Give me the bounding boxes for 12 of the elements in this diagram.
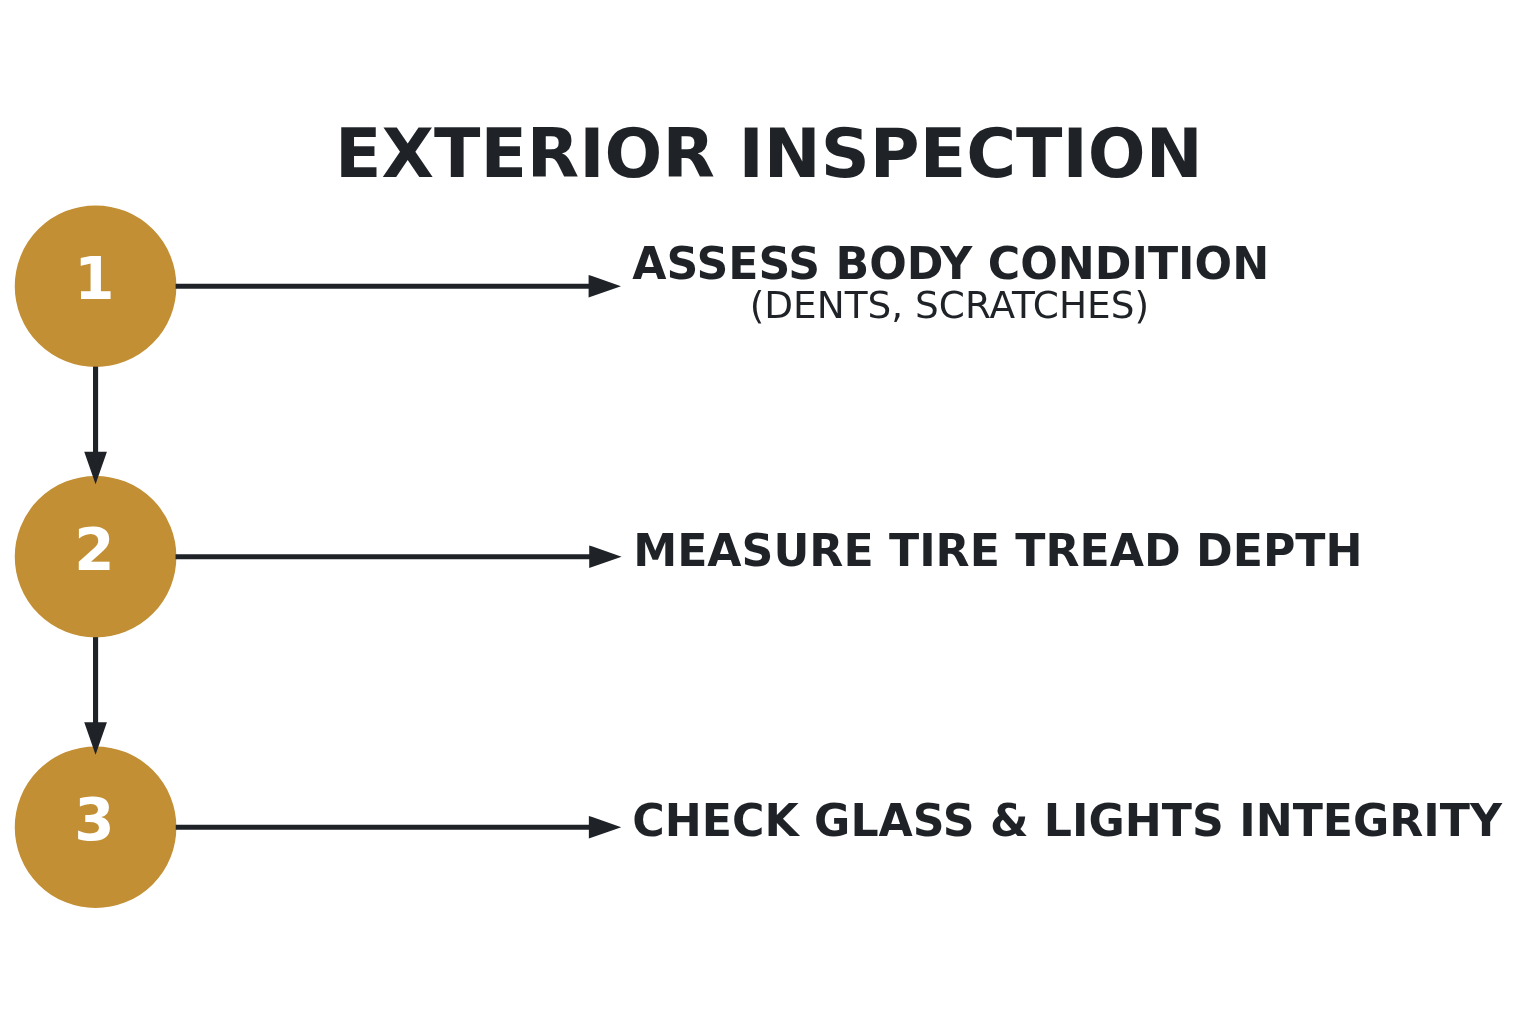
- arrow: [175, 274, 621, 298]
- node-circle: 1: [14, 204, 177, 367]
- arrow: [175, 815, 622, 839]
- arrow: [84, 636, 107, 755]
- arrow: [84, 366, 107, 484]
- diagram-title: EXTERIOR INSPECTION: [335, 113, 1203, 193]
- node-text: CHECK GLASS & LIGHTS INTEGRITY: [632, 794, 1502, 846]
- node-circle: 3: [14, 745, 177, 908]
- node-text: MEASURE TIRE TREAD DEPTH: [633, 524, 1363, 576]
- node-text: ASSESS BODY CONDITION (DENTS, SCRATCHES): [632, 237, 1270, 327]
- arrow: [175, 544, 622, 568]
- node-circle: 2: [14, 475, 177, 638]
